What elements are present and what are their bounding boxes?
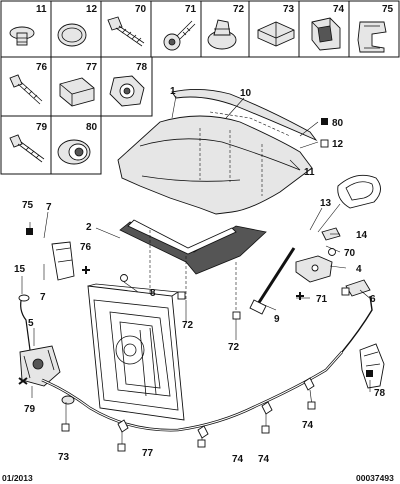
clip-74-icon: [311, 17, 341, 51]
callout-5: 5: [28, 318, 34, 329]
callout-1: 1: [170, 86, 176, 97]
front-panel: [51, 241, 185, 421]
callout-14: 14: [356, 230, 368, 241]
bracket-73-icon: [257, 21, 295, 47]
legend-label-70: 70: [135, 4, 147, 15]
screw-79-icon: [9, 134, 45, 163]
legend-label-79: 79: [36, 122, 48, 133]
screw-71-icon: [163, 20, 196, 51]
clip-72-icon: [207, 19, 237, 50]
callout-10: 10: [240, 88, 252, 99]
callout-8: 8: [150, 288, 156, 299]
callout-numbers: 1 10 80 12 11 13 14 70 4 71 6 2 8 72 72 …: [14, 86, 386, 465]
callout-7-bottom: 7: [40, 292, 46, 303]
callout-72-right: 72: [228, 342, 240, 353]
hood-panel: [117, 115, 313, 215]
hood-seal: [171, 89, 318, 142]
legend-label-75: 75: [382, 4, 394, 15]
safety-catch: [337, 174, 381, 209]
legend-label-12: 12: [86, 4, 98, 15]
callout-6: 6: [370, 294, 376, 305]
callout-15: 15: [14, 264, 26, 275]
callout-79: 79: [24, 404, 36, 415]
footer-reference: 00037493: [356, 473, 394, 483]
callout-74-a: 74: [232, 454, 244, 465]
callout-4: 4: [356, 264, 362, 275]
callout-7-top: 7: [46, 202, 52, 213]
grommet-80-icon: [57, 139, 91, 165]
callout-9: 9: [274, 314, 280, 325]
legend-label-80: 80: [86, 122, 98, 133]
clip-77-icon: [59, 77, 95, 107]
callout-leaders: [18, 95, 373, 452]
hood-assembly: [117, 89, 381, 320]
callout-74-b: 74: [258, 454, 270, 465]
callout-11: 11: [304, 167, 315, 178]
legend-label-73: 73: [283, 4, 295, 15]
screw-76-icon: [9, 74, 43, 105]
legend-label-74: 74: [333, 4, 345, 15]
release-handle: [359, 343, 385, 389]
legend-label-77: 77: [86, 62, 98, 73]
legend-label-78: 78: [136, 62, 148, 73]
callout-2: 2: [86, 222, 92, 233]
callout-75: 75: [22, 200, 34, 211]
fastener-legend: 11 12 70 71 72 73 74 75 76 77 78 79 80: [0, 0, 400, 175]
legend-label-76: 76: [36, 62, 48, 73]
gas-strut: [256, 247, 296, 305]
release-handle-clip: [345, 279, 371, 297]
callout-72-left: 72: [182, 320, 194, 331]
callout-80: 80: [332, 118, 344, 129]
callout-13: 13: [320, 198, 332, 209]
footer-date: 01/2013: [2, 473, 33, 483]
callout-76: 76: [80, 242, 92, 253]
callout-74-c: 74: [302, 420, 314, 431]
clip-11-icon: [9, 26, 35, 46]
legend-label-71: 71: [185, 4, 197, 15]
callout-77: 77: [142, 448, 154, 459]
release-cable: [41, 351, 343, 432]
callout-73: 73: [58, 452, 70, 463]
hood-lock-cable: [18, 294, 385, 439]
pad-12-icon: [57, 23, 87, 47]
legend-label-72: 72: [233, 4, 245, 15]
nut-78-icon: [109, 75, 145, 107]
callout-71: 71: [316, 294, 328, 305]
callout-12: 12: [332, 139, 344, 150]
clip-75-icon: [357, 21, 387, 53]
callout-78: 78: [374, 388, 386, 399]
screw-70-icon: [107, 16, 145, 47]
callout-70: 70: [344, 248, 356, 259]
legend-label-11: 11: [36, 4, 47, 15]
